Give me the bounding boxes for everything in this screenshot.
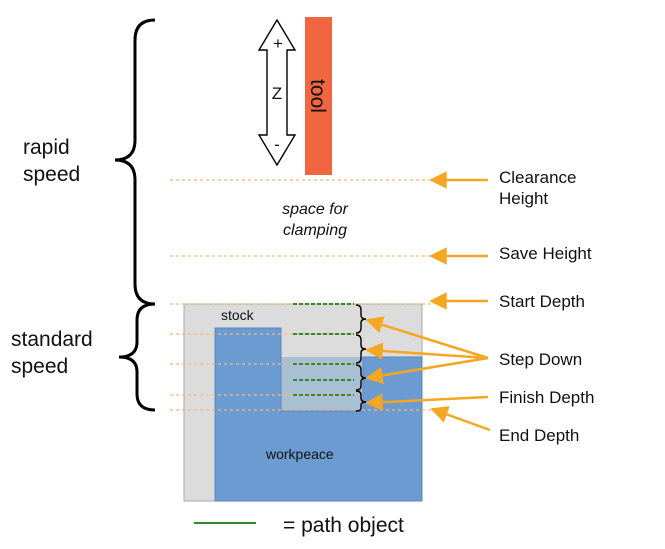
standard-speed-brace [118,302,156,412]
start-depth-label: Start Depth [499,292,585,311]
rapid-speed-label-line2: speed [23,163,80,186]
path-objects [293,303,354,396]
clearance-height-label-line2: Height [499,189,548,208]
end-depth-arrow [430,406,491,432]
stock-label: stock [221,307,255,323]
step-down-arrow-3 [365,356,489,385]
end-depth-label: End Depth [499,426,579,445]
standard-speed-label-line1: standard [11,328,93,351]
finish-depth-label: Finish Depth [499,388,594,407]
tool-label: tool [306,79,329,113]
rapid-speed-brace [114,18,156,306]
clearance-height-label-line1: Clearance [499,168,577,187]
finish-depth-arrow [365,393,489,411]
z-axis-double-arrow [257,18,297,167]
clamping-note-line2: clamping [283,222,347,239]
z-axis-label: Z [272,84,282,103]
cut-region [281,357,363,411]
step-down-label: Step Down [499,350,582,369]
save-height-label: Save Height [499,244,592,263]
workpiece-label: workpeace [265,446,334,462]
step-down-arrow-2 [365,342,489,360]
tool-bar [305,17,332,175]
z-minus-label: - [274,135,280,154]
standard-speed-label-line2: speed [11,355,68,378]
rapid-speed-label-line1: rapid [23,136,70,159]
legend-text: = path object [283,514,404,537]
pointer-arrows [365,171,491,432]
clamping-note-line1: space for [282,201,348,218]
z-plus-label: + [273,34,283,53]
step-down-arrow-1 [365,316,489,360]
